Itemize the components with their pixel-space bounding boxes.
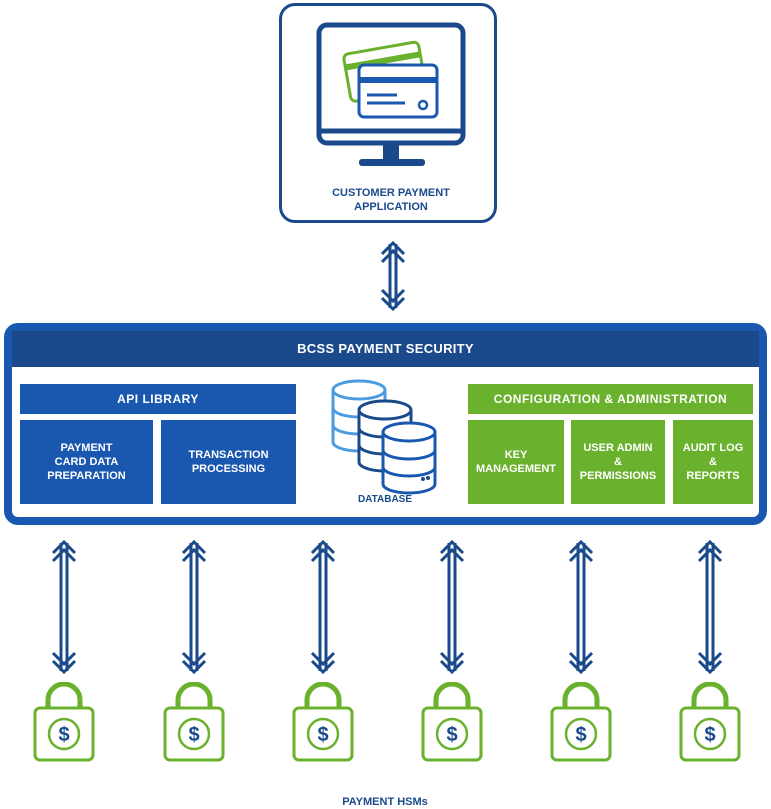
hsm-lock-icon: $ [679,682,741,762]
transaction-line1: TRANSACTION [188,449,269,461]
svg-text:$: $ [188,724,199,746]
svg-text:$: $ [317,724,328,746]
user-admin-line1: USER ADMIN [583,442,653,454]
bidirectional-arrow-icon [310,539,336,675]
svg-text:$: $ [58,724,69,746]
bidirectional-arrow-icon [439,539,465,675]
transaction-processing-box: TRANSACTION PROCESSING [161,420,296,504]
audit-log-line2: & [709,456,717,468]
bidirectional-arrow-icon [568,539,594,675]
customer-app-label-line1: CUSTOMER PAYMENT [332,187,450,199]
customer-app-label: CUSTOMER PAYMENT APPLICATION [279,186,503,214]
key-management-box: KEY MANAGEMENT [468,420,564,504]
monitor-icon [316,22,466,166]
payment-hsms-label: PAYMENT HSMs [342,796,428,808]
hsm-lock-icon: $ [550,682,612,762]
audit-log-box: AUDIT LOG & REPORTS [673,420,753,504]
svg-text:$: $ [446,724,457,746]
audit-log-line3: REPORTS [686,470,740,482]
payment-card-line2: CARD DATA [54,456,119,468]
payment-card-data-box: PAYMENT CARD DATA PREPARATION [20,420,153,504]
credit-cards-icon [342,40,439,119]
bidirectional-arrow-icon [697,539,723,675]
hsm-lock-icon: $ [292,682,354,762]
key-management-line1: KEY [504,449,528,461]
database-label: DATABASE [357,494,413,505]
api-library-header: API LIBRARY [20,384,296,414]
bidirectional-arrow-icon [51,539,77,675]
payment-card-line1: PAYMENT [60,442,113,454]
user-admin-box: USER ADMIN & PERMISSIONS [571,420,665,504]
bcss-title: BCSS PAYMENT SECURITY [12,331,759,367]
user-admin-line3: PERMISSIONS [579,470,657,482]
svg-text:$: $ [575,724,586,746]
bidirectional-arrow-icon [181,539,207,675]
config-admin-header: CONFIGURATION & ADMINISTRATION [468,384,753,414]
key-management-line2: MANAGEMENT [475,463,557,475]
transaction-line2: PROCESSING [191,463,266,475]
hsm-lock-icon: $ [421,682,483,762]
user-admin-line2: & [614,456,622,468]
svg-text:$: $ [704,724,715,746]
payment-card-line3: PREPARATION [47,470,126,482]
hsm-lock-icon: $ [163,682,225,762]
hsm-lock-icon: $ [33,682,95,762]
database-icon [331,379,437,495]
audit-log-line1: AUDIT LOG [682,442,744,454]
customer-app-label-line2: APPLICATION [354,201,428,213]
bidirectional-arrow-icon [380,240,406,312]
